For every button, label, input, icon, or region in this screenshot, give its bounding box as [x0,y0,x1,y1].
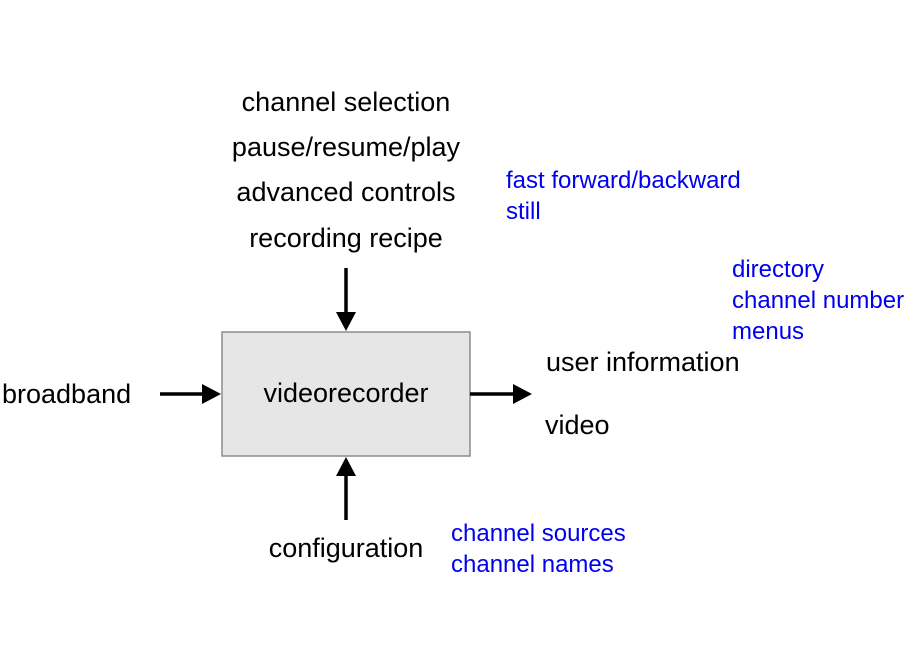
user-info-detail-menus: menus [732,318,804,345]
videorecorder-box [221,331,471,457]
input-broadband: broadband [2,379,131,409]
input-advanced-controls: advanced controls [236,177,455,207]
advanced-detail-still: still [506,198,541,225]
user-info-detail-directory: directory [732,256,824,283]
config-detail-channel-names: channel names [451,551,614,578]
arrow-bottom-head [336,457,356,476]
input-configuration: configuration [269,533,424,563]
input-recording-recipe: recording recipe [249,223,443,253]
arrow-right-head [513,384,532,404]
user-info-detail-channel-number: channel number [732,287,904,314]
output-user-information: user information [546,347,740,377]
advanced-detail-fast-forward: fast forward/backward [506,167,741,194]
arrow-left-head [202,384,221,404]
config-detail-channel-sources: channel sources [451,520,626,547]
input-channel-selection: channel selection [242,87,451,117]
videorecorder-label: videorecorder [263,378,428,408]
output-video: video [545,410,610,440]
arrow-top-head [336,312,356,331]
input-pause-resume-play: pause/resume/play [232,132,461,162]
